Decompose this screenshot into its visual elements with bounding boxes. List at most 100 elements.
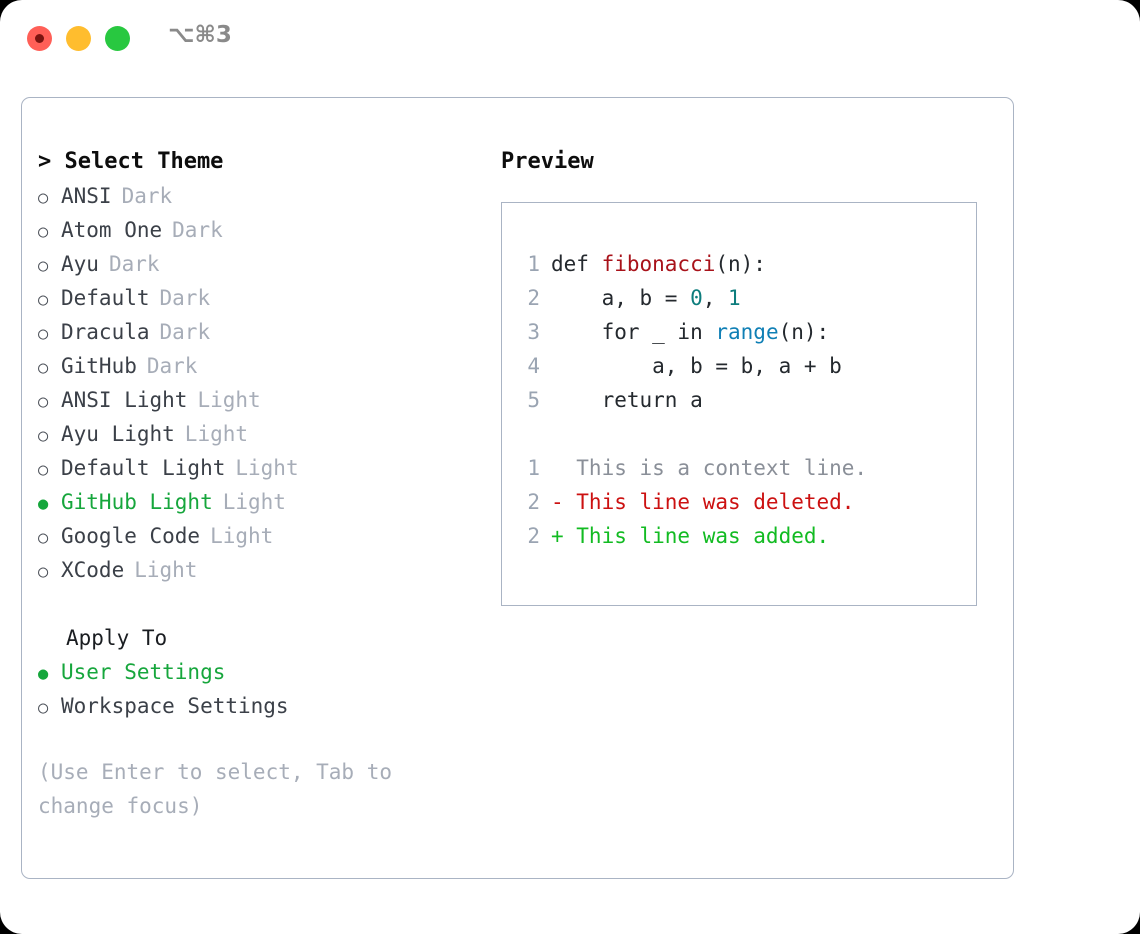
code-token-plain: return a (551, 388, 703, 412)
diff-line-add: 2 + This line was added. (514, 519, 976, 553)
radio-unselected-icon: ○ (38, 222, 49, 242)
apply-to-heading: Apply To (66, 626, 168, 650)
theme-option-label: ANSI Light (61, 388, 188, 412)
theme-option-default-light[interactable]: ○ Default Light Light (38, 451, 488, 485)
theme-option-label: GitHub (61, 354, 137, 378)
radio-unselected-icon: ○ (38, 358, 49, 378)
radio-unselected-icon: ○ (38, 188, 49, 208)
theme-option-label: Google Code (61, 524, 201, 548)
theme-option-tag: Dark (146, 354, 198, 378)
theme-option-tag: Light (210, 524, 274, 548)
diff-line-text: + This line was added. (551, 524, 830, 548)
code-token-plain: (n): (778, 320, 830, 344)
diff-line-number: 1 (527, 456, 540, 480)
theme-option-label: Ayu Light (61, 422, 175, 446)
radio-unselected-icon: ○ (38, 562, 49, 582)
apply-to-option-label: Workspace Settings (61, 694, 289, 718)
section-spacer (38, 587, 488, 621)
radio-unselected-icon: ○ (38, 290, 49, 310)
code-token-plain: for _ in (551, 320, 716, 344)
title-bar: ⌥⌘3 (0, 0, 1140, 78)
theme-option-tag: Dark (121, 184, 173, 208)
code-token-plain: a, b = b, a + b (551, 354, 842, 378)
radio-unselected-icon: ○ (38, 426, 49, 446)
theme-option-ansi-light[interactable]: ○ ANSI Light Light (38, 383, 488, 417)
code-line-number: 2 (527, 286, 540, 310)
radio-unselected-icon: ○ (38, 698, 49, 718)
radio-selected-icon: ● (38, 664, 49, 684)
theme-option-label: Default Light (61, 456, 226, 480)
theme-option-google-code[interactable]: ○ Google Code Light (38, 519, 488, 553)
code-token-plain: a, b = (551, 286, 691, 310)
theme-option-xcode[interactable]: ○ XCode Light (38, 553, 488, 587)
diff-line-text: This is a context line. (551, 456, 868, 480)
theme-option-tag: Light (184, 422, 249, 446)
code-line: 5 return a (514, 383, 976, 417)
theme-option-label: Atom One (61, 218, 163, 242)
code-token-plain: , (702, 286, 729, 310)
radio-unselected-icon: ○ (38, 256, 49, 276)
code-line-number: 4 (527, 354, 540, 378)
maximize-button[interactable] (105, 26, 130, 51)
theme-option-github-light[interactable]: ● GitHub Light Light (38, 485, 488, 519)
theme-option-tag: Light (222, 490, 286, 514)
diff-sample: 1 This is a context line. 2 - This line wa… (514, 451, 976, 553)
theme-option-github[interactable]: ○ GitHub Dark (38, 349, 488, 383)
theme-option-label: GitHub Light (61, 490, 213, 514)
theme-option-tag: Light (235, 456, 299, 480)
close-button[interactable] (27, 26, 52, 51)
theme-option-dracula[interactable]: ○ Dracula Dark (38, 315, 488, 349)
theme-option-label: Default (61, 286, 150, 310)
code-line: 3 for _ in range(n): (514, 315, 976, 349)
code-token-plain: (n): (715, 252, 766, 276)
diff-line-text: - This line was deleted. (551, 490, 855, 514)
theme-option-tag: Light (134, 558, 198, 582)
radio-unselected-icon: ○ (38, 460, 49, 480)
theme-option-atom-one[interactable]: ○ Atom One Dark (38, 213, 488, 247)
theme-option-tag: Dark (108, 252, 160, 276)
theme-option-label: Dracula (61, 320, 150, 344)
radio-selected-icon: ● (38, 494, 49, 514)
diff-line-number: 2 (527, 490, 540, 514)
code-token-plain: def (551, 252, 602, 276)
diff-line-del: 2 - This line was deleted. (514, 485, 976, 519)
code-line: 4 a, b = b, a + b (514, 349, 976, 383)
diff-line-ctx: 1 This is a context line. (514, 451, 976, 485)
window-controls (27, 26, 130, 51)
theme-option-ayu-light[interactable]: ○ Ayu Light Light (38, 417, 488, 451)
theme-option-ansi[interactable]: ○ ANSI Dark (38, 179, 488, 213)
code-token-call: range (715, 320, 779, 344)
theme-option-label: ANSI (61, 184, 112, 208)
minimize-button[interactable] (66, 26, 91, 51)
code-diff-spacer (514, 417, 976, 451)
code-line: 2 a, b = 0, 1 (514, 281, 976, 315)
apply-to-option-user-settings[interactable]: ● User Settings (38, 655, 488, 689)
code-line-number: 3 (527, 320, 540, 344)
radio-unselected-icon: ○ (38, 392, 49, 412)
radio-unselected-icon: ○ (38, 528, 49, 548)
theme-option-tag: Dark (159, 320, 211, 344)
code-token-num: 0 (690, 286, 703, 310)
code-token-num: 1 (728, 286, 741, 310)
theme-option-tag: Light (197, 388, 261, 412)
apply-to-option-label: User Settings (61, 660, 226, 684)
keyboard-shortcut-label: ⌥⌘3 (168, 22, 232, 48)
diff-line-number: 2 (527, 524, 540, 548)
keyboard-hint-text: (Use Enter to select, Tab to change focu… (38, 760, 393, 818)
apply-to-option-workspace-settings[interactable]: ○ Workspace Settings (38, 689, 488, 723)
theme-option-label: XCode (61, 558, 125, 582)
theme-option-tag: Dark (172, 218, 223, 242)
code-line-number: 5 (527, 388, 540, 412)
radio-unselected-icon: ○ (38, 324, 49, 344)
select-theme-heading: > Select Theme (38, 149, 224, 174)
